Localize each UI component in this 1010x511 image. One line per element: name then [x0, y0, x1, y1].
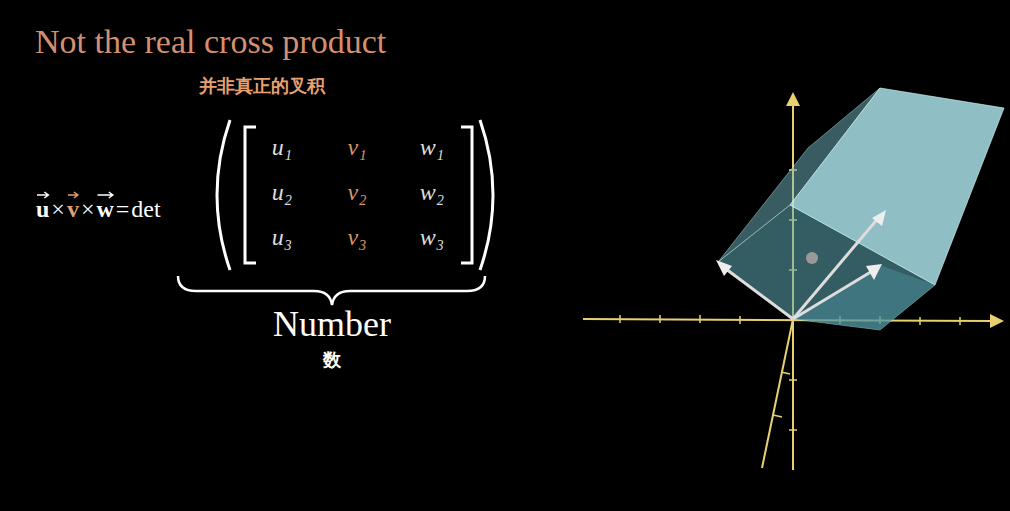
- left-bracket: [245, 127, 256, 263]
- title: Not the real cross product: [35, 22, 386, 61]
- vector-u: u: [35, 196, 50, 222]
- axis-arrow: [990, 314, 1004, 328]
- matrix-entry: w₃: [420, 224, 444, 252]
- matrix-entry: u₁: [272, 134, 292, 162]
- vectors: [722, 216, 880, 319]
- underbrace: [178, 276, 485, 305]
- box-top: [790, 88, 1004, 285]
- box-face: [793, 265, 935, 330]
- matrix-entry: u₂: [272, 179, 292, 207]
- subtitle: 并非真正的叉积: [199, 76, 325, 97]
- times-sign: ×: [50, 196, 66, 222]
- brace-label: Number: [273, 304, 391, 345]
- vector-head: [716, 260, 732, 276]
- point: [806, 252, 818, 264]
- matrix-entry: w₁: [420, 134, 444, 162]
- right-paren: [480, 120, 493, 270]
- matrix-entry: v₁: [348, 134, 367, 162]
- matrix-entry: w₂: [420, 179, 444, 207]
- formula: u×v×w=det: [35, 196, 162, 224]
- vector-v: v: [66, 196, 80, 222]
- vector-w: w: [95, 196, 114, 222]
- matrix-entry: u₃: [272, 224, 292, 252]
- vector-head: [866, 264, 882, 280]
- right-bracket: [461, 127, 472, 263]
- times-sign: ×: [80, 196, 96, 222]
- vector-head: [872, 210, 886, 226]
- matrix-entry: v₂: [348, 179, 367, 207]
- det-operator: det: [130, 196, 161, 222]
- equals-sign: =: [115, 196, 131, 222]
- left-paren: [217, 120, 230, 270]
- matrix-entry: v₃: [348, 224, 367, 252]
- brace-label-cn: 数: [323, 350, 341, 371]
- axis-arrow: [786, 92, 800, 106]
